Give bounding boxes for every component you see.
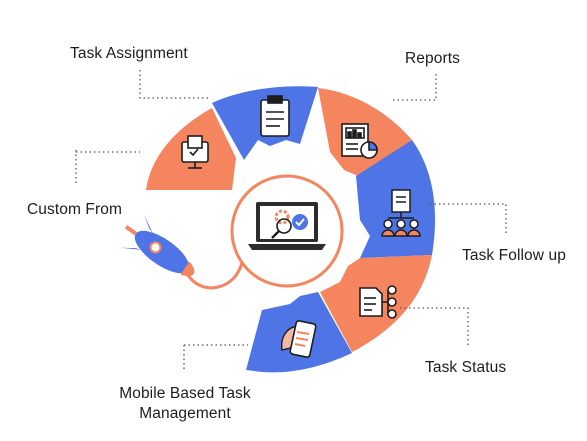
- leader-task-follow-up: [430, 203, 507, 236]
- leader-lines: [75, 70, 507, 372]
- label-custom-form: Custom From: [27, 201, 122, 218]
- workflow-document-icon: [359, 285, 397, 319]
- mobile-phone-icon: [281, 320, 317, 358]
- laptop-gear-check-icon: [248, 202, 326, 250]
- rocket-trail: [184, 261, 244, 290]
- label-task-status: Task Status: [425, 359, 507, 376]
- leader-reports: [390, 74, 437, 101]
- team-hierarchy-icon: [381, 189, 421, 237]
- label-reports: Reports: [405, 50, 460, 67]
- rocket-icon: [121, 214, 195, 277]
- clipboard-icon: [260, 95, 290, 137]
- report-chart-icon: [341, 123, 378, 159]
- leader-task-status: [400, 307, 469, 346]
- monitor-form-icon: [181, 135, 209, 169]
- label-task-follow-up: Task Follow up: [462, 247, 566, 264]
- label-task-assignment: Task Assignment: [70, 45, 188, 62]
- label-mobile: Mobile Based Task Management: [119, 385, 251, 422]
- leader-task-assignment: [139, 70, 210, 99]
